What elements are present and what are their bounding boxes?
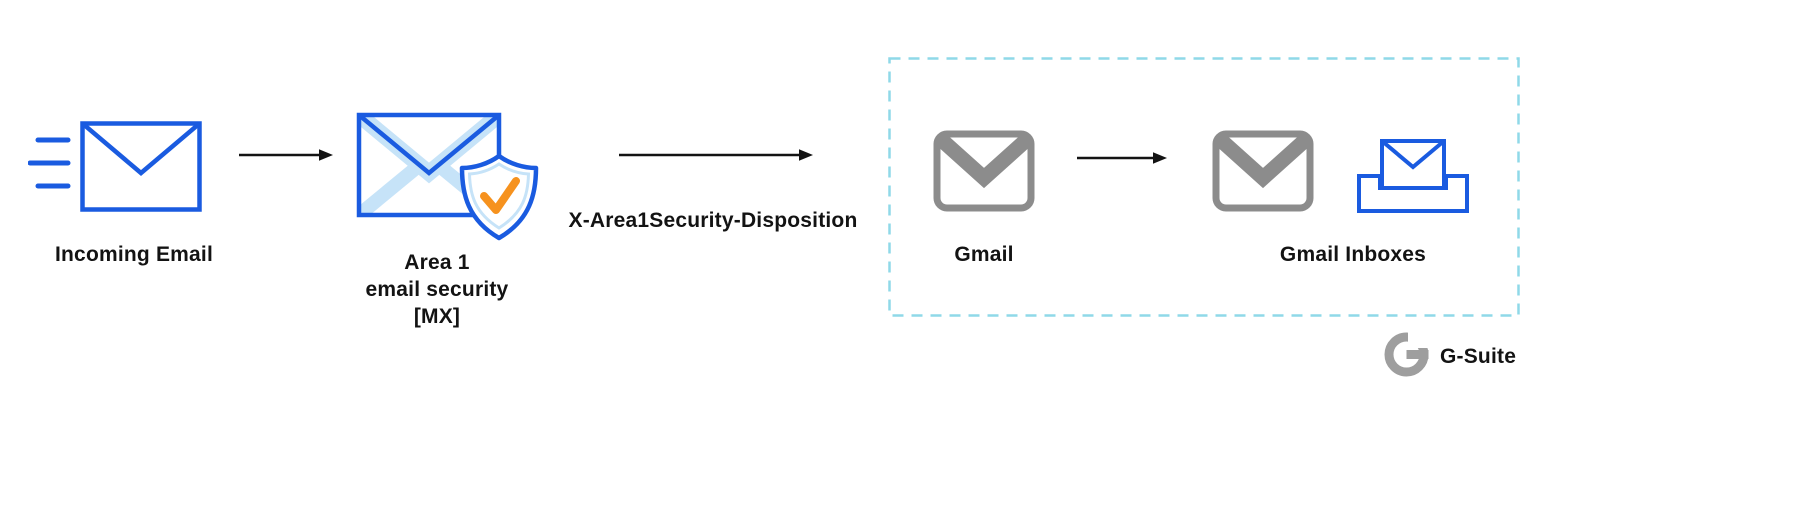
gmail-m-icon [933,130,1035,212]
arrow-right-icon [619,149,813,161]
area1-envelope-shield-icon [356,112,539,241]
shield-check-icon [459,153,539,241]
g-logo-icon [1384,331,1430,377]
gmail-label: Gmail [954,243,1014,266]
arrow-right-icon [1077,152,1167,164]
area1-label: Area 1 email security [MX] [337,249,537,330]
gmail-m-icon [1212,130,1314,212]
envelope-in-tray-icon [1357,139,1469,213]
gsuite-brand-label: G-Suite [1440,345,1517,368]
area1-label-line2: email security [365,278,509,301]
incoming-envelope-icon [80,121,202,212]
speed-lines-icon [28,137,71,189]
gmail-environment-dashed-boundary [888,57,1520,317]
incoming-email-label: Incoming Email [55,243,213,266]
area1-label-line3: [MX] [413,305,461,328]
area1-label-line1: Area 1 [404,251,470,274]
arrow-right-icon [239,149,333,161]
gmail-inboxes-label: Gmail Inboxes [1279,243,1427,266]
disposition-header-label: X-Area1Security-Disposition [568,209,858,232]
